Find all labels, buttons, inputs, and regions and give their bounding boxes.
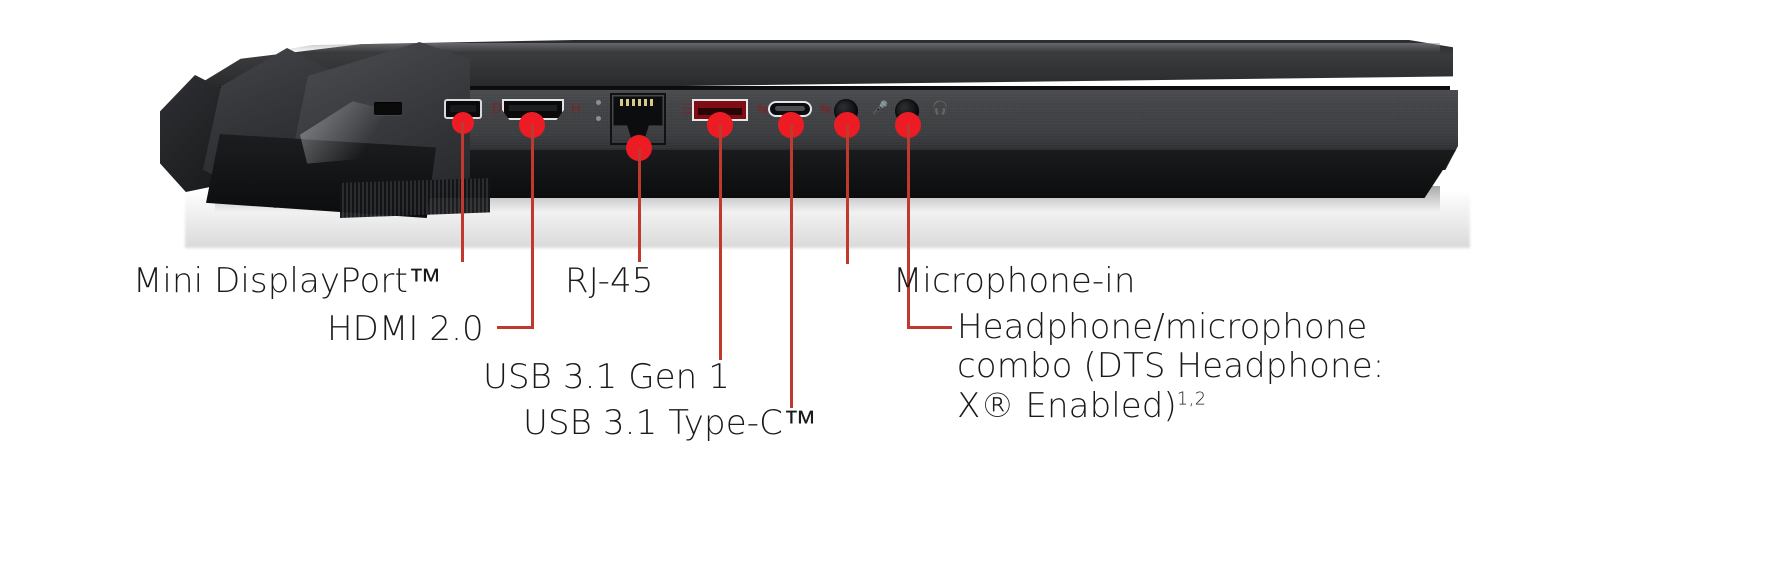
headphone-glyph: 🎧 <box>932 101 949 116</box>
laptop-lid-base-seam <box>210 86 1450 93</box>
leader-microphone-in <box>846 124 849 264</box>
leader-headphone-vertical <box>907 124 910 328</box>
microphone-glyph: 🎤 <box>872 101 889 116</box>
callout-label-rj45: RJ-45 <box>565 261 654 301</box>
headphone-combo-footnote-marks: 1,2 <box>1176 389 1207 410</box>
ethernet-glyph: ☷ <box>681 102 693 117</box>
mini-displayport-glyph: D <box>492 102 503 117</box>
leader-rj45 <box>638 148 641 262</box>
headphone-combo-line-2: combo (DTS Headphone: <box>957 346 1385 387</box>
headphone-combo-line-1: Headphone/microphone <box>957 307 1368 347</box>
leader-usb-gen1 <box>719 124 722 360</box>
callout-label-mini-displayport: Mini DisplayPort™ <box>133 261 443 301</box>
usb-c-glyph: ↹ <box>820 102 831 117</box>
rj45-gold-pins <box>620 99 656 106</box>
laptop-illustration: D H ☷ ↹ ↹ 🎤 🎧 <box>0 0 1786 260</box>
laptop-hinge-assembly <box>150 38 490 218</box>
leader-usb-type-c <box>790 124 793 408</box>
status-led-upper <box>596 100 601 105</box>
callout-label-hdmi: HDMI 2.0 <box>327 309 484 349</box>
callout-label-usb-gen1: USB 3.1 Gen 1 <box>483 357 730 397</box>
callout-label-microphone-in: Microphone-in <box>893 261 1136 301</box>
status-led-lower <box>596 116 601 121</box>
leader-headphone-horizontal <box>907 326 952 329</box>
leader-mini-displayport <box>461 122 464 262</box>
leader-hdmi-horizontal <box>497 326 534 329</box>
hdmi-glyph: H <box>571 102 581 117</box>
security-lock-slot-icon <box>374 102 402 115</box>
leader-hdmi-vertical <box>531 124 534 326</box>
callout-label-headphone-combo: Headphone/microphone combo (DTS Headphon… <box>957 307 1457 426</box>
exhaust-vent-grille <box>340 178 490 218</box>
headphone-combo-line-3: X® Enabled) <box>957 385 1177 426</box>
usb-a-glyph: ↹ <box>757 102 768 117</box>
callout-label-usb-type-c: USB 3.1 Type-C™ <box>523 403 818 443</box>
laptop-lid-highlight <box>264 43 1440 53</box>
